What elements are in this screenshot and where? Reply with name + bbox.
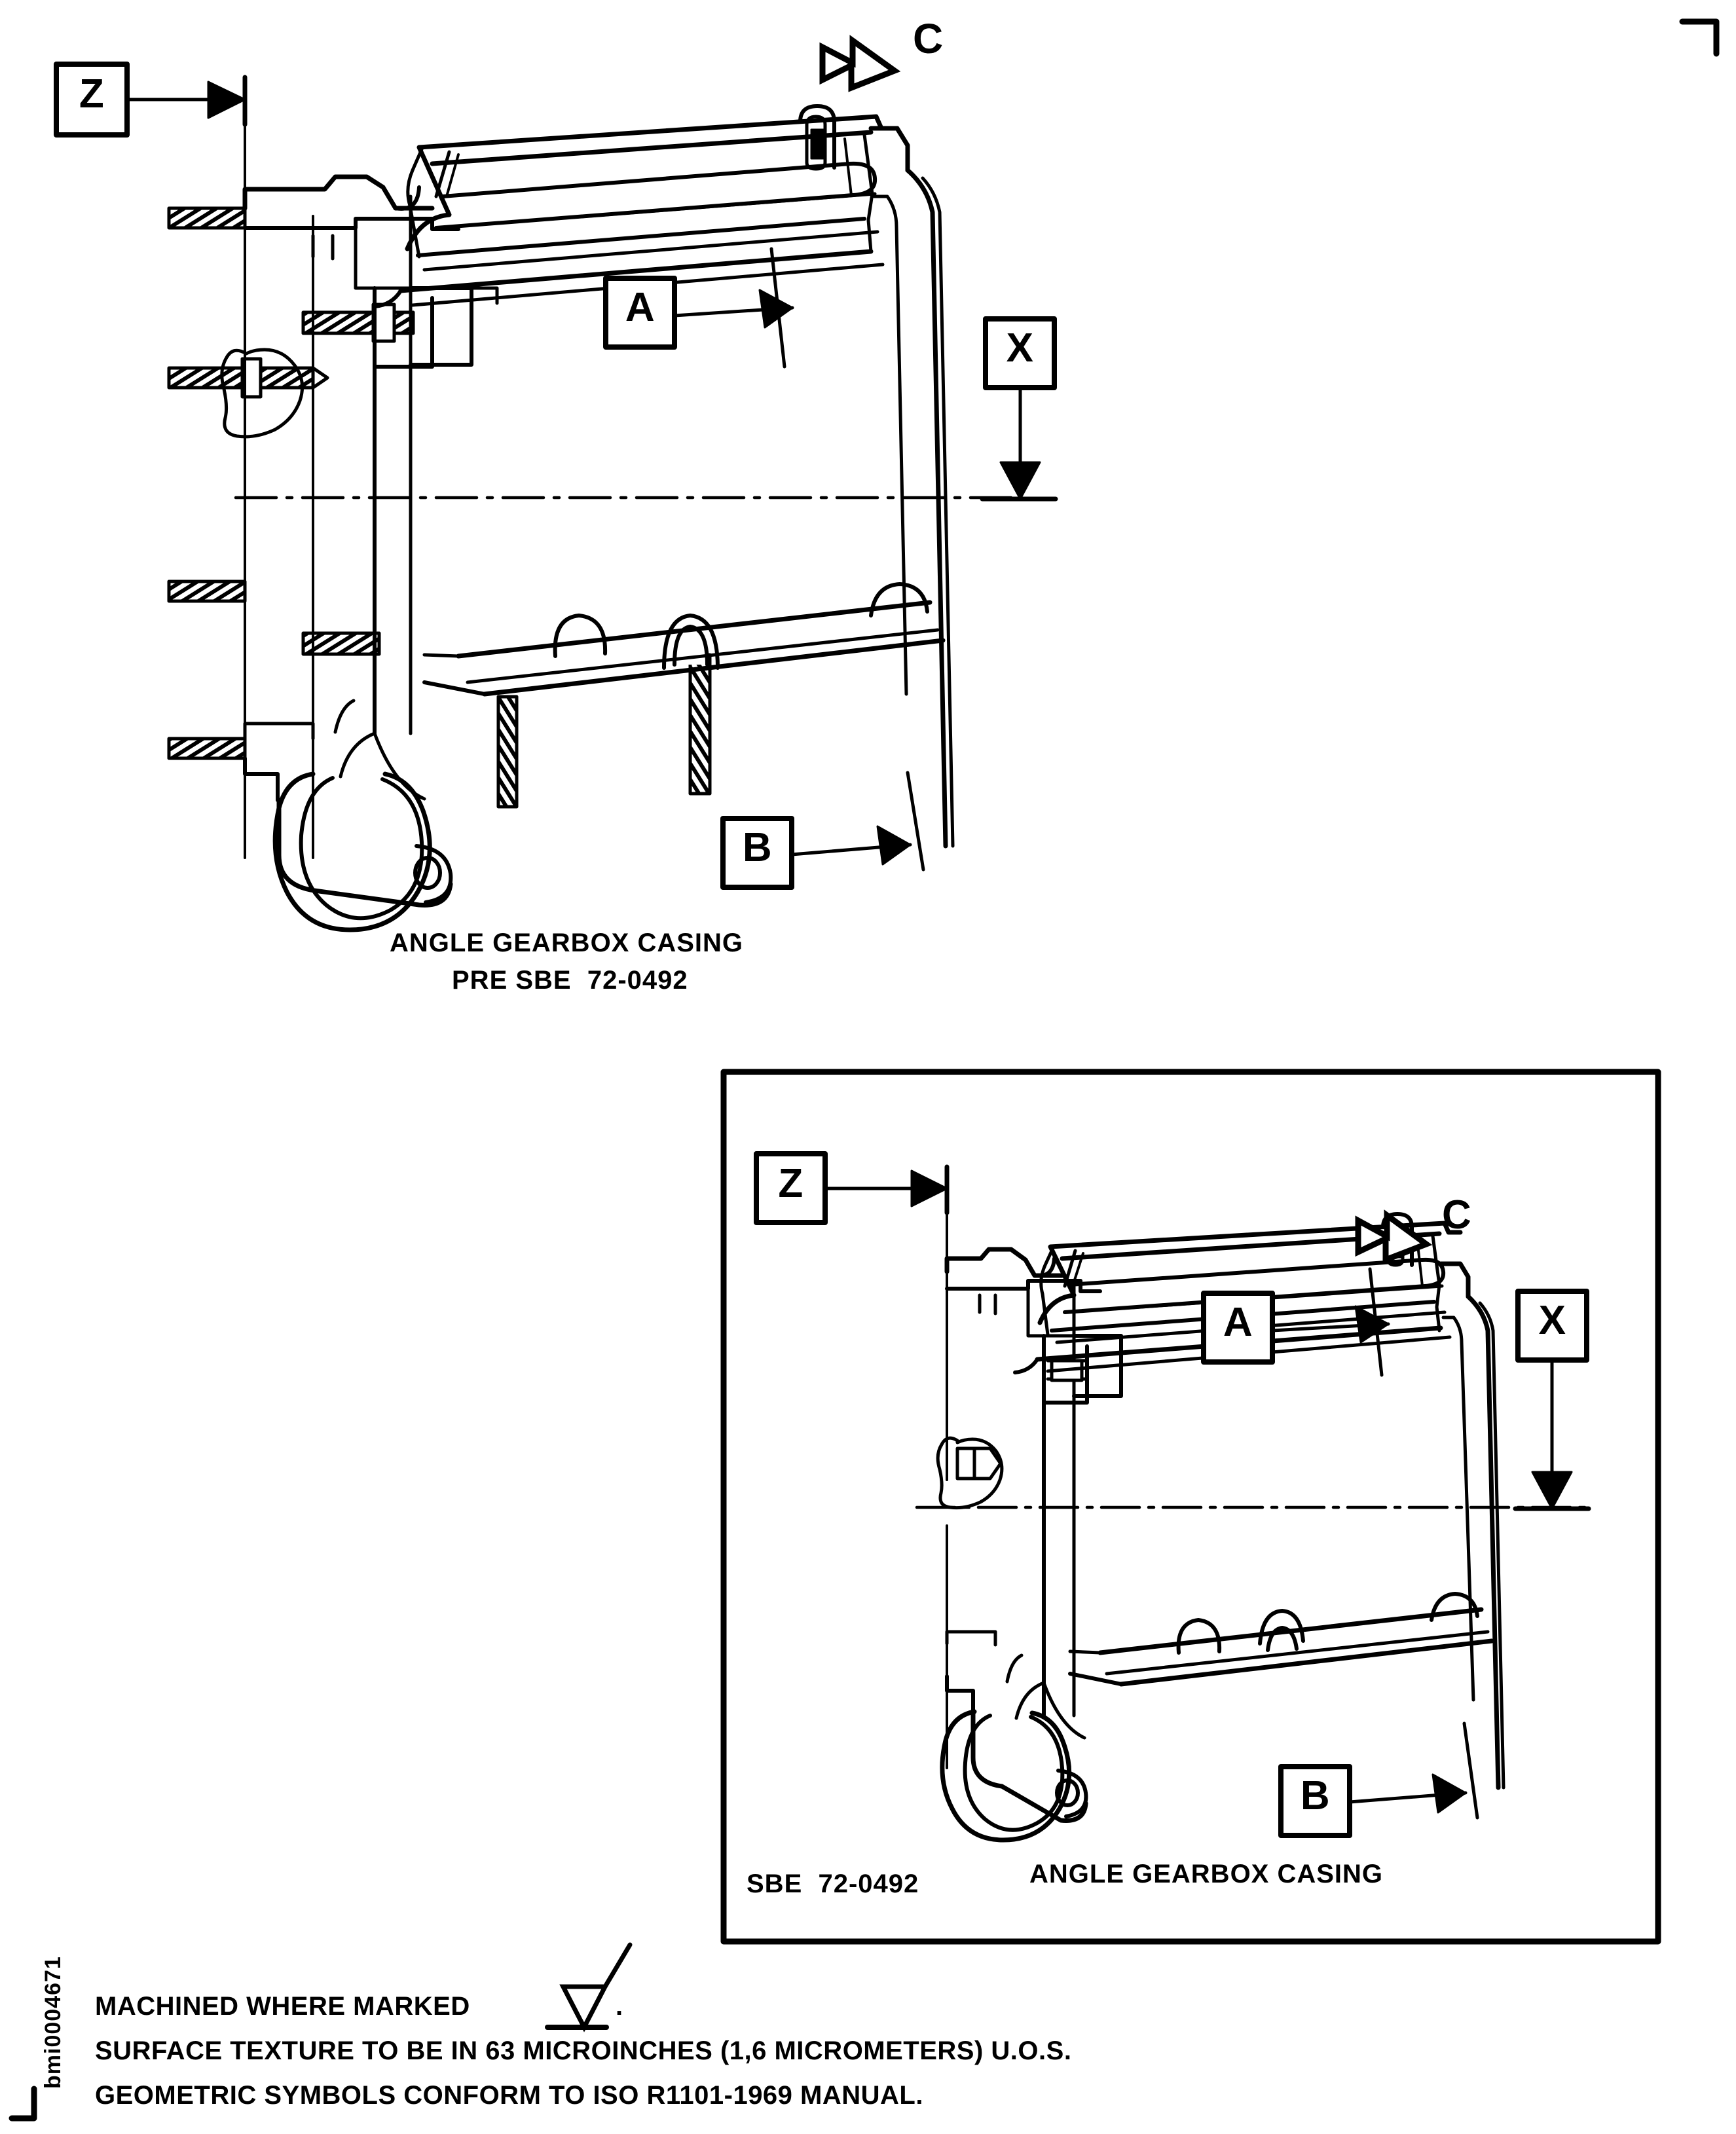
registration-corner-mark [1679,18,1720,57]
datum-z-upper-label: Z [79,71,105,117]
stud-3 [167,348,329,439]
drawing-id-bracket [9,2086,37,2122]
datum-z-upper[interactable] [54,62,248,138]
stud-6 [167,737,247,760]
upper-view-subtitle: PRE SBE 72-0492 [452,966,688,995]
stud-vertical-1 [496,695,519,809]
datum-b-inset[interactable] [1278,1721,1479,1838]
view-arrow-c-inset [1355,1209,1433,1264]
stud-2 [301,303,415,343]
datum-a-inset-label: A [1223,1300,1253,1345]
datum-b-upper[interactable] [720,771,925,890]
view-arrow-c-upper [819,35,901,92]
datum-x-upper[interactable] [980,316,1058,502]
surface-texture-symbol [545,1942,633,2033]
datum-x-inset-label: X [1538,1298,1566,1343]
note-line-2: SURFACE TEXTURE TO BE IN 63 MICROINCHES … [95,2036,1072,2065]
rail-slot-detail [798,104,836,171]
datum-a-upper-label: A [625,285,656,330]
view-arrow-c-inset-label: C [1442,1192,1472,1238]
datum-x-inset[interactable] [1513,1289,1591,1511]
view-arrow-c-upper-label: C [913,15,944,62]
inset-view-title: ANGLE GEARBOX CASING [1029,1860,1384,1888]
drawing-id-label: bmi0004671 [41,1956,65,2089]
inset-casing-drawing [754,1151,1591,1843]
stud-4 [167,579,247,603]
datum-a-inset[interactable] [1201,1267,1390,1377]
casing-body-outline [242,103,955,932]
stud-5 [301,631,381,656]
datum-a-upper[interactable] [603,247,794,369]
note-line-3: GEOMETRIC SYMBOLS CONFORM TO ISO R1101-1… [95,2081,923,2110]
datum-z-inset[interactable] [754,1151,950,1225]
datum-x-upper-label: X [1006,325,1034,371]
inset-frame [720,1069,1661,1945]
datum-b-upper-label: B [742,825,773,870]
upper-view-title: ANGLE GEARBOX CASING [390,929,744,957]
inset-sbe-label: SBE 72-0492 [747,1869,919,1898]
datum-b-inset-label: B [1300,1773,1331,1818]
stud-1 [167,206,247,230]
note-line-1-suffix: . [616,1992,623,2021]
note-line-1-prefix: MACHINED WHERE MARKED [95,1992,470,2021]
upper-casing-drawing [54,35,1058,932]
stud-vertical-2 [662,614,720,796]
datum-z-inset-label: Z [778,1161,803,1206]
